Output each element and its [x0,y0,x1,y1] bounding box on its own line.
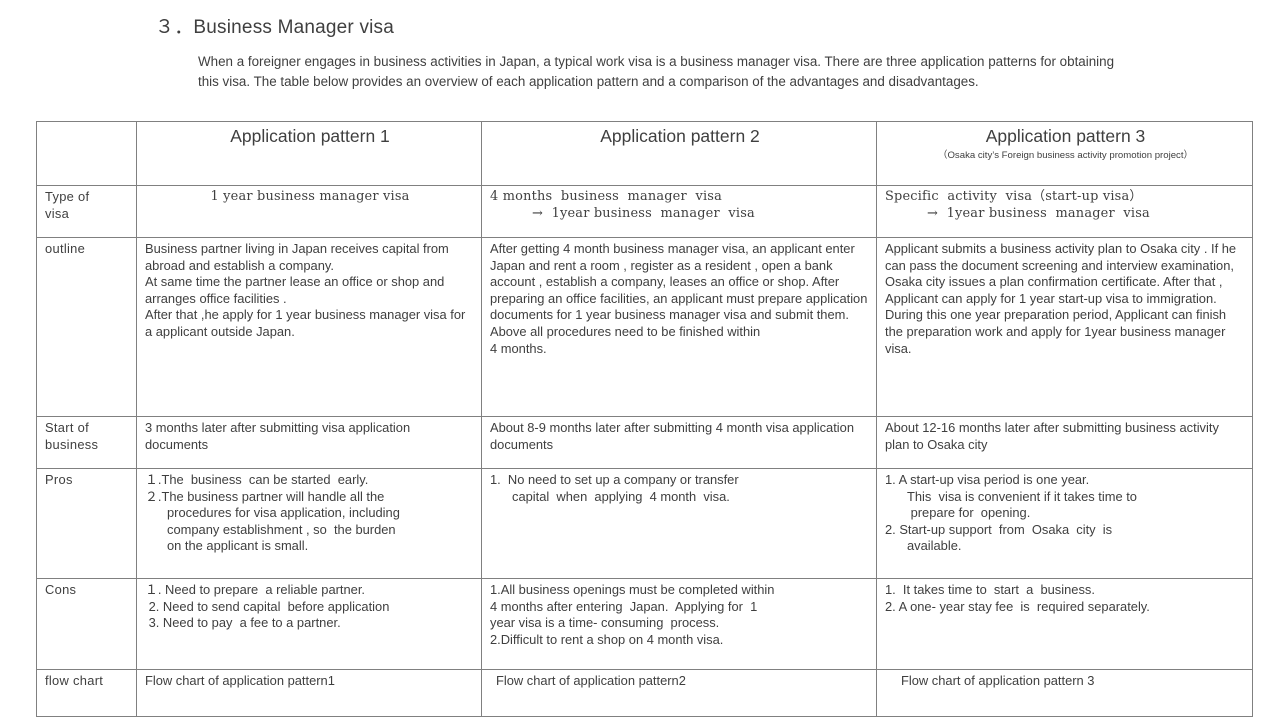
cons-p2-line-3: year visa is a time- consuming process. [490,615,720,631]
cell-flow-chart-pattern-2[interactable]: Flow chart of application pattern2 [481,669,877,717]
cell-type-of-visa-pattern-2: 4 months business manager visa → 1year b… [481,185,877,238]
table-row-cons: Cons １. Need to prepare a reliable partn… [36,578,1253,670]
cons-p2-line-1: 1.All business openings must be complete… [490,582,775,597]
pros-p1-line-4: company establishment , so the burden [167,521,396,537]
cell-outline-pattern-1: Business partner living in Japan receive… [136,237,482,417]
visa-comparison-table: Application pattern 1 Application patter… [36,121,1253,717]
cell-pros-pattern-3: 1. A start-up visa period is one year. T… [876,468,1253,579]
cell-cons-pattern-2: 1.All business openings must be complete… [481,578,877,670]
table-row-start-of-business: Start of business 3 months later after s… [36,416,1253,469]
header-pattern-1-title: Application pattern 1 [230,126,390,146]
cons-p3-line-1: 1. It takes time to start a business. [885,582,1095,597]
header-pattern-3-subtitle: （Osaka city’s Foreign business activity … [937,150,1194,161]
pros-p3-line-5: available. [907,538,962,554]
table-row-type-of-visa: Type of visa 1 year business manager vis… [36,185,1253,238]
cell-outline-pattern-3: Applicant submits a business activity pl… [876,237,1253,417]
cell-start-pattern-1: 3 months later after submitting visa app… [136,416,482,469]
cell-cons-pattern-3: 1. It takes time to start a business. 2.… [876,578,1253,670]
row-label-type-of-visa: Type of visa [36,185,137,238]
cell-type-of-visa-pattern-1: 1 year business manager visa [136,185,482,238]
table-row-outline: outline Business partner living in Japan… [36,237,1253,417]
pros-p1-line-5: on the applicant is small. [167,538,309,554]
header-pattern-1: Application pattern 1 [136,121,482,186]
page-title: ３．Business Manager visa [155,17,395,38]
cell-type-of-visa-pattern-3: Specific activity visa（start-up visa） → … [876,185,1253,238]
pros-p3-line-3: prepare for opening. [907,505,1031,521]
cell-pros-pattern-2: 1. No need to set up a company or transf… [481,468,877,579]
row-label-cons: Cons [36,578,137,670]
pros-p2-line-2: capital when applying 4 month visa. [512,488,730,504]
row-label-flow-chart: flow chart [36,669,137,717]
cell-start-pattern-3: About 12-16 months later after submittin… [876,416,1253,469]
type-visa-p2-line-2: → 1year business manager visa [532,205,755,221]
cell-flow-chart-pattern-3[interactable]: Flow chart of application pattern 3 [876,669,1253,717]
type-visa-p2-line-1: 4 months business manager visa [490,189,722,204]
cell-outline-pattern-2: After getting 4 month business manager v… [481,237,877,417]
intro-paragraph: When a foreigner engages in business act… [198,54,1115,89]
cell-cons-pattern-1: １. Need to prepare a reliable partner. 2… [136,578,482,670]
cons-p3-line-2: 2. A one- year stay fee is required sepa… [885,598,1150,614]
cons-p1-line-3: 3. Need to pay a fee to a partner. [145,615,341,631]
header-pattern-2-title: Application pattern 2 [600,126,760,146]
cell-flow-chart-pattern-1[interactable]: Flow chart of application pattern1 [136,669,482,717]
pros-p1-line-2: ２.The business partner will handle all t… [145,488,385,504]
type-visa-p1-line-1: 1 year business manager visa [210,189,410,204]
cons-p2-line-2: 4 months after entering Japan. Applying … [490,598,758,614]
cons-p1-line-1: １. Need to prepare a reliable partner. [145,582,365,597]
type-visa-p3-line-2: → 1year business manager visa [927,205,1150,221]
pros-p3-line-4: 2. Start-up support from Osaka city is [885,521,1113,537]
cell-pros-pattern-1: １.The business can be started early. ２.T… [136,468,482,579]
table-header-row: Application pattern 1 Application patter… [36,121,1253,186]
header-pattern-3: Application pattern 3 （Osaka city’s Fore… [876,121,1253,186]
pros-p1-line-1: １.The business can be started early. [145,472,369,487]
row-label-outline: outline [36,237,137,417]
pros-p3-line-1: 1. A start-up visa period is one year. [885,472,1090,487]
header-corner-cell [36,121,137,186]
cons-p2-line-4: 2.Difficult to rent a shop on 4 month vi… [490,631,724,647]
cons-p1-line-2: 2. Need to send capital before applicati… [145,598,390,614]
pros-p1-line-3: procedures for visa application, includi… [167,505,400,521]
table-row-pros: Pros １.The business can be started early… [36,468,1253,579]
header-pattern-3-title: Application pattern 3 [985,126,1146,146]
row-label-start-of-business: Start of business [36,416,137,469]
pros-p3-line-2: This visa is convenient if it takes time… [907,488,1137,504]
pros-p2-line-1: 1. No need to set up a company or transf… [490,472,739,487]
cell-start-pattern-2: About 8-9 months later after submitting … [481,416,877,469]
header-pattern-2: Application pattern 2 [481,121,877,186]
row-label-pros: Pros [36,468,137,579]
table-row-flow-chart: flow chart Flow chart of application pat… [36,669,1253,717]
type-visa-p3-line-1: Specific activity visa（start-up visa） [885,189,1143,204]
